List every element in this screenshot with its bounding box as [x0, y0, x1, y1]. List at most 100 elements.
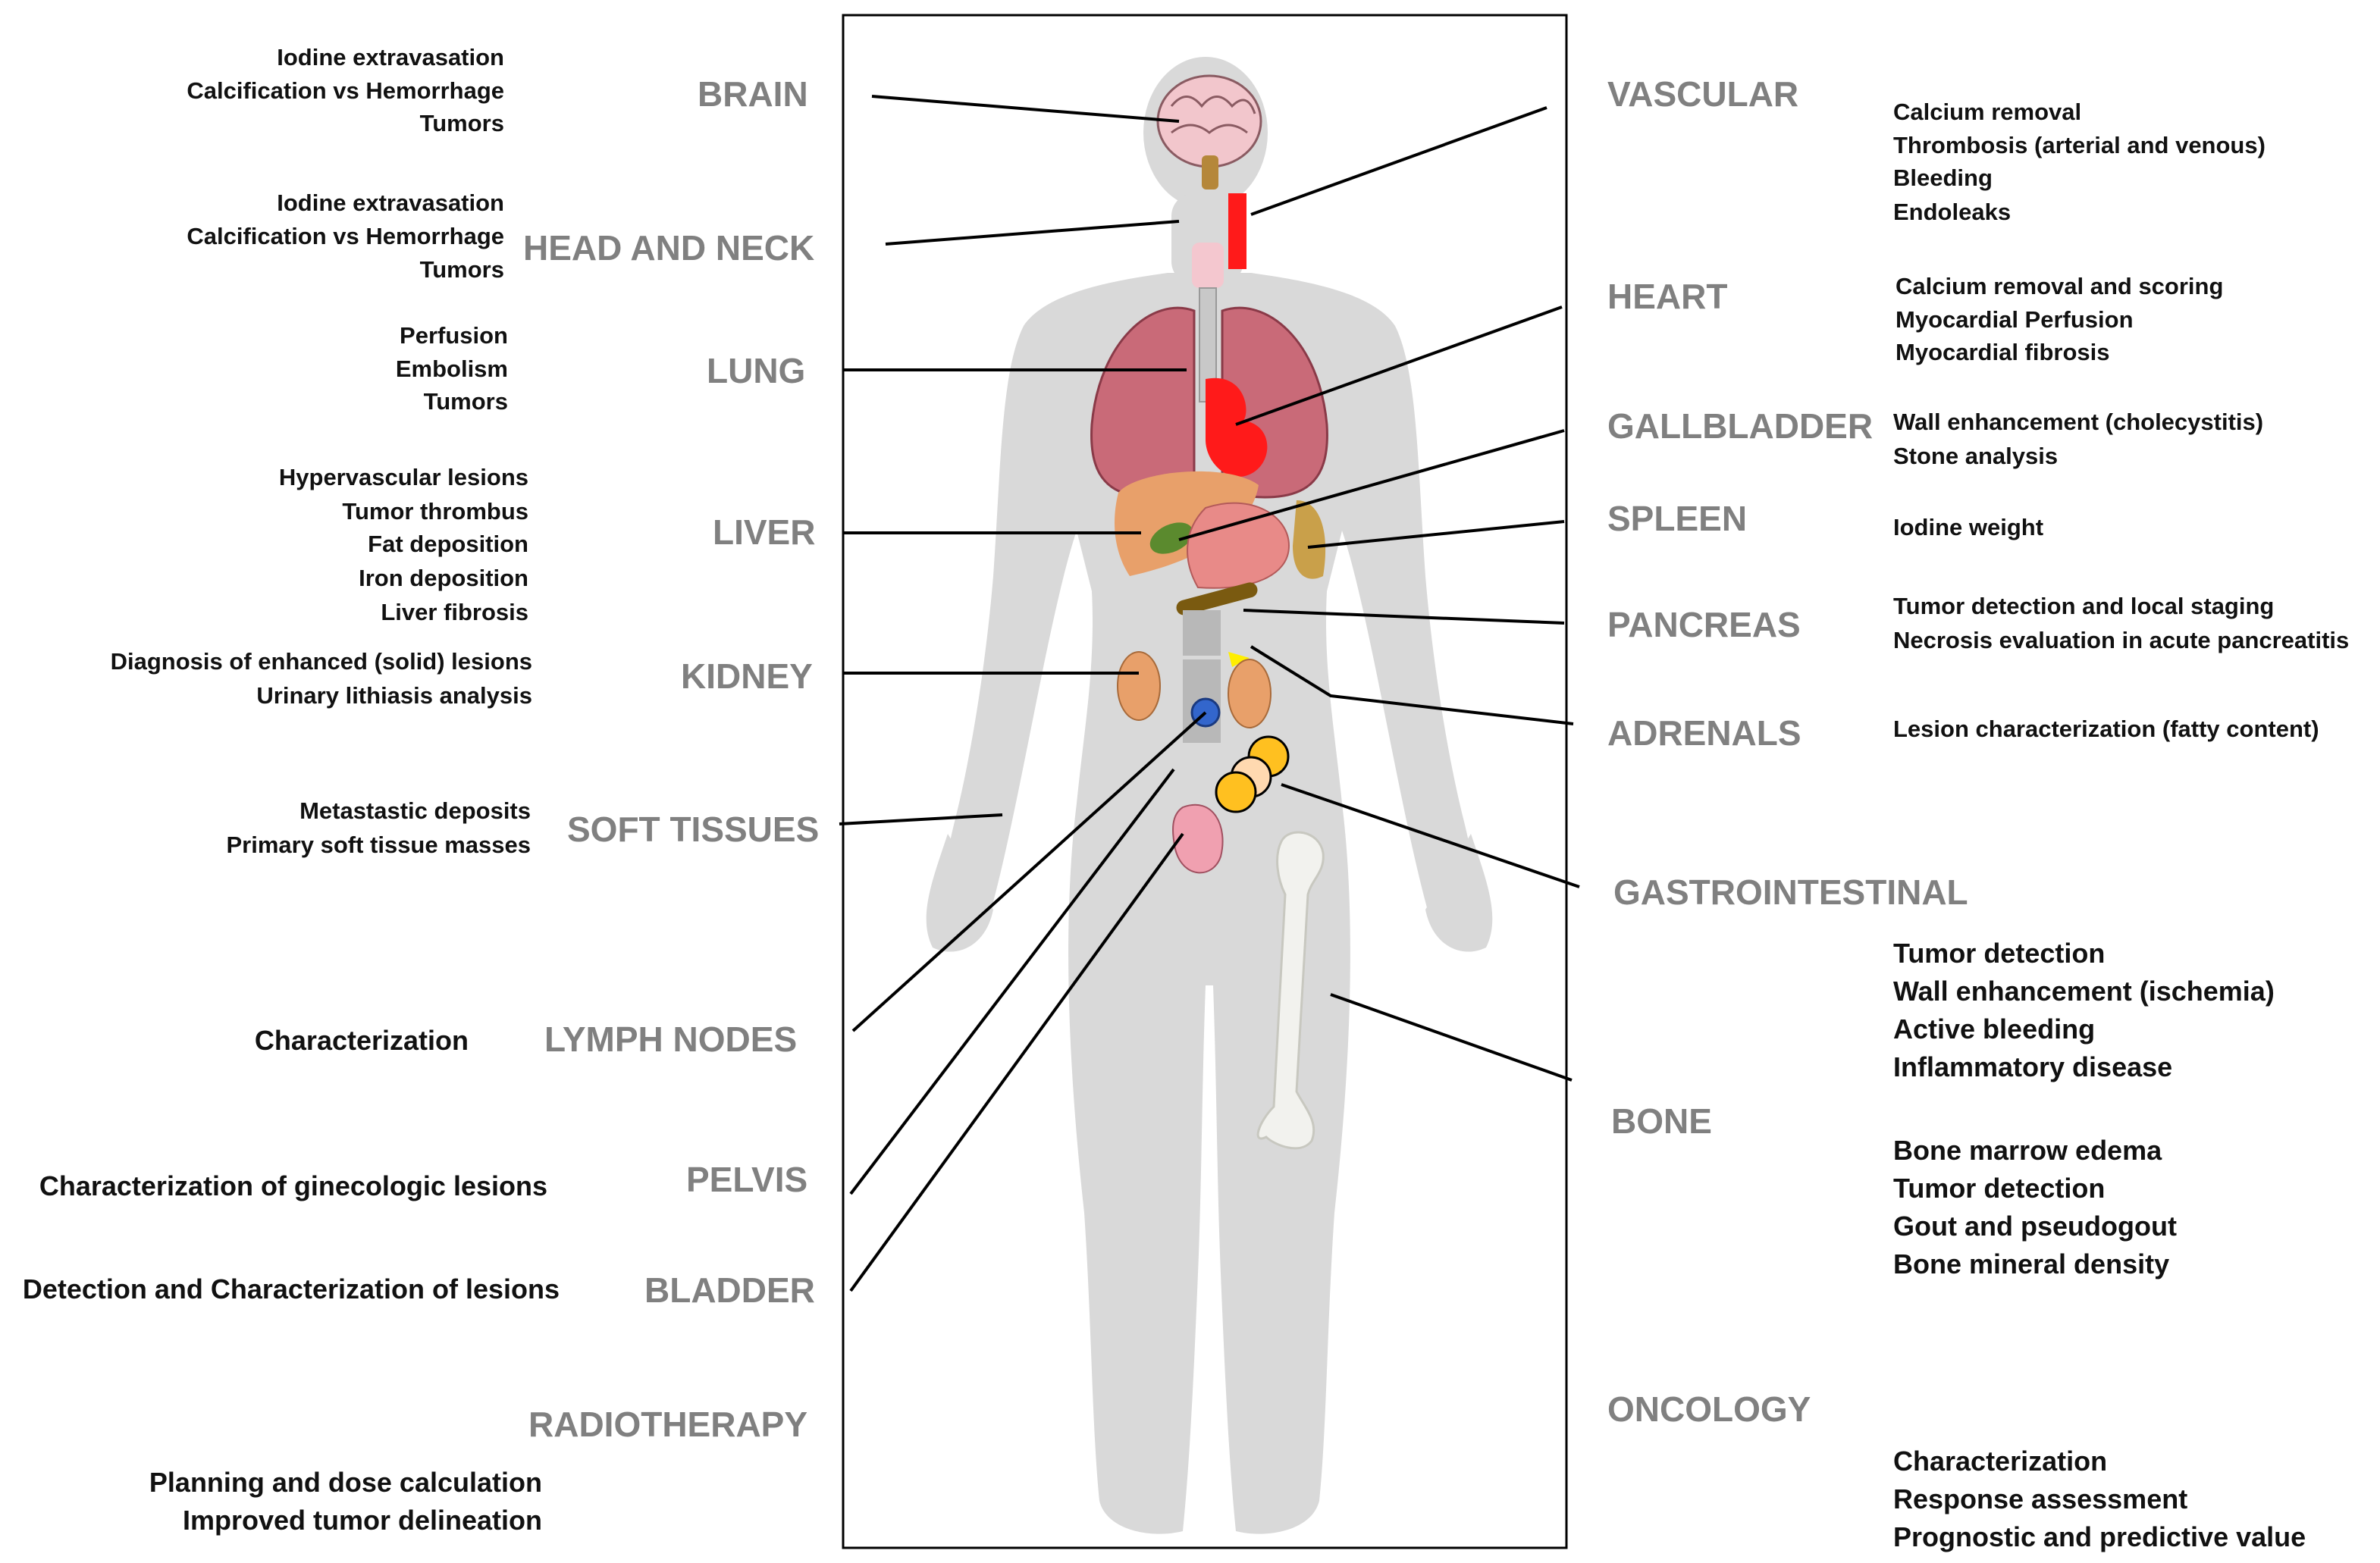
label-gastrointestinal: GASTROINTESTINAL: [1613, 872, 1968, 912]
oncology-app: Response assessment: [1893, 1483, 2187, 1514]
pelvis-app: Characterization of ginecologic lesions: [39, 1170, 547, 1201]
lung-app: Tumors: [424, 388, 508, 415]
label-spleen: SPLEEN: [1607, 499, 1747, 538]
head-and-neck-app: Tumors: [420, 256, 504, 283]
bladder-app: Detection and Characterization of lesion…: [23, 1273, 560, 1305]
pancreas-app: Necrosis evaluation in acute pancreatiti…: [1893, 627, 2349, 653]
label-pancreas: PANCREAS: [1607, 605, 1801, 644]
aorta-segment: [1183, 610, 1221, 656]
adrenal-organ: [1228, 652, 1250, 667]
label-bladder: BLADDER: [644, 1270, 815, 1310]
leader-head-and-neck: [885, 220, 1180, 246]
trachea-organ: [1192, 243, 1224, 402]
label-kidney: KIDNEY: [681, 656, 813, 696]
femur-bone: [1256, 831, 1325, 1150]
heart-app: Calcium removal and scoring: [1896, 273, 2223, 299]
vascular-app: Bleeding: [1893, 164, 1993, 191]
leader-lymph-nodes: [851, 711, 1207, 1032]
lymph-nodes-app: Characterization: [255, 1025, 469, 1056]
lung-app: Embolism: [396, 356, 508, 382]
label-soft-tissues: SOFT TISSUES: [567, 810, 819, 849]
label-adrenals: ADRENALS: [1607, 713, 1801, 753]
liver-organ: [1115, 471, 1259, 576]
gallbladder-app: Stone analysis: [1893, 443, 2058, 469]
vascular-app: Calcium removal: [1893, 99, 2081, 125]
oncology-app: Characterization: [1893, 1446, 2107, 1477]
leader-pancreas: [1243, 609, 1565, 625]
gallbladder-organ: [1149, 522, 1193, 554]
vascular-app: Endoleaks: [1893, 199, 2011, 225]
bladder-organ: [1172, 803, 1224, 874]
leader-vascular: [1250, 106, 1547, 216]
leader-spleen: [1307, 520, 1565, 549]
soft-tissues-app: Metastastic deposits: [299, 797, 531, 824]
spleen-organ: [1293, 500, 1326, 579]
bone-app: Gout and pseudogout: [1893, 1211, 2177, 1242]
leader-bladder: [849, 832, 1184, 1292]
brain-app: Tumors: [420, 110, 504, 136]
brain-app: Iodine extravasation: [277, 44, 504, 70]
leader-heart: [1235, 305, 1563, 426]
vascular-organ: [1228, 193, 1246, 269]
gastrointestinal-app: Tumor detection: [1893, 938, 2105, 969]
liver-app: Tumor thrombus: [342, 498, 528, 525]
liver-app: Hypervascular lesions: [279, 464, 528, 490]
liver-app: Fat deposition: [368, 531, 528, 557]
leader-brain: [871, 95, 1180, 123]
bone-app: Bone marrow edema: [1893, 1135, 2162, 1166]
gastrointestinal-app: Wall enhancement (ischemia): [1893, 976, 2275, 1007]
leader-adrenals: [1250, 645, 1574, 725]
leader-pelvis: [849, 768, 1175, 1195]
label-gallbladder: GALLBLADDER: [1607, 406, 1873, 446]
heart-organ: [1206, 377, 1268, 477]
label-liver: LIVER: [713, 512, 815, 552]
body-frame: [842, 14, 1568, 1549]
lung-app: Perfusion: [400, 322, 508, 349]
kidney-app: Diagnosis of enhanced (solid) lesions: [111, 648, 532, 675]
leader-lines: [839, 95, 1580, 1292]
leader-bone: [1330, 993, 1573, 1082]
label-heart: HEART: [1607, 277, 1727, 316]
label-vascular: VASCULAR: [1607, 74, 1798, 114]
leader-soft-tissues: [839, 813, 1003, 825]
gastrointestinal-app: Active bleeding: [1893, 1013, 2095, 1045]
bone-app: Tumor detection: [1893, 1173, 2105, 1204]
pancreas-app: Tumor detection and local staging: [1893, 593, 2274, 619]
oncology-app: Prognostic and predictive value: [1893, 1521, 2306, 1552]
label-pelvis: PELVIS: [686, 1160, 807, 1199]
vascular-app: Thrombosis (arterial and venous): [1893, 132, 2266, 158]
label-lymph-nodes: LYMPH NODES: [544, 1020, 797, 1059]
head-and-neck-app: Iodine extravasation: [277, 190, 504, 216]
bone-app: Bone mineral density: [1893, 1248, 2169, 1280]
label-head-and-neck: HEAD AND NECK: [523, 228, 814, 268]
leader-gastrointestinal: [1281, 783, 1580, 888]
gallbladder-app: Wall enhancement (cholecystitis): [1893, 409, 2263, 435]
stomach-organ: [1187, 502, 1290, 589]
kidney-app: Urinary lithiasis analysis: [256, 682, 532, 709]
gastrointestinal-app: Inflammatory disease: [1893, 1051, 2172, 1082]
liver-app: Iron deposition: [359, 565, 528, 591]
liver-app: Liver fibrosis: [381, 599, 528, 625]
radiotherapy-app: Improved tumor delineation: [183, 1505, 542, 1536]
radiotherapy-app: Planning and dose calculation: [149, 1467, 542, 1498]
heart-app: Myocardial Perfusion: [1896, 306, 2134, 333]
left-labels: BRAIN HEAD AND NECK LUNG LIVER KIDNEY SO…: [523, 74, 819, 1444]
spleen-app: Iodine weight: [1893, 514, 2043, 540]
label-oncology: ONCOLOGY: [1607, 1389, 1811, 1429]
adrenals-app: Lesion characterization (fatty content): [1893, 716, 2319, 742]
label-bone: BONE: [1611, 1101, 1712, 1141]
left-applications: Iodine extravasation Calcification vs He…: [23, 44, 560, 1536]
kidney-organ: [1117, 651, 1272, 728]
brain-app: Calcification vs Hemorrhage: [187, 77, 504, 104]
heart-app: Myocardial fibrosis: [1896, 339, 2110, 365]
right-applications: Calcium removal Thrombosis (arterial and…: [1893, 99, 2349, 1552]
label-radiotherapy: RADIOTHERAPY: [528, 1405, 807, 1444]
head-and-neck-app: Calcification vs Hemorrhage: [187, 223, 504, 249]
label-brain: BRAIN: [698, 74, 808, 114]
pancreas-organ: [1176, 582, 1258, 615]
label-lung: LUNG: [707, 351, 805, 390]
right-labels: VASCULAR HEART GALLBLADDER SPLEEN PANCRE…: [1607, 74, 1968, 1429]
brain-organ: [1156, 74, 1262, 190]
